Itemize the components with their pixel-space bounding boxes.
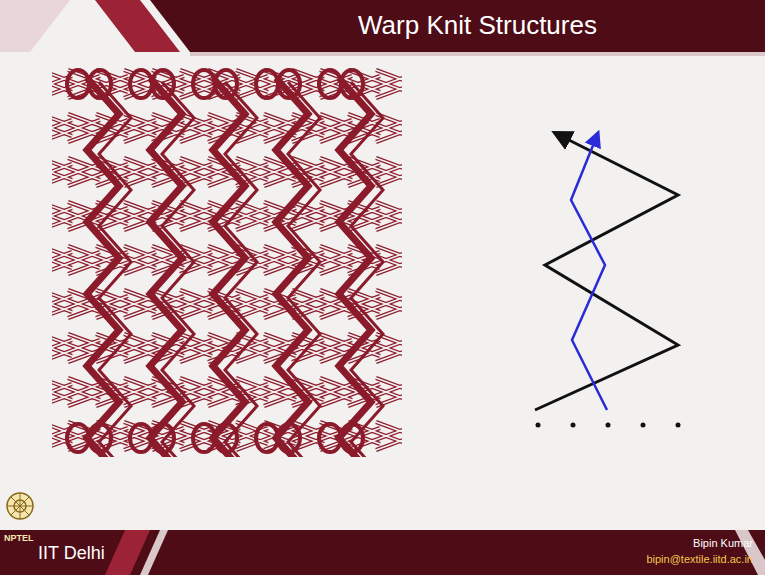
nptel-logo: [7, 493, 33, 519]
wale-chain: [288, 82, 320, 457]
underlap-yarn: [376, 296, 402, 318]
needle-point: [606, 423, 611, 428]
needle-point: [571, 423, 576, 428]
knit-loop: [67, 70, 89, 98]
lapping-diagram: [535, 133, 681, 428]
needle-point: [676, 423, 681, 428]
author-email: bipin@textile.iitd.ac.in: [646, 553, 753, 565]
knit-loop: [130, 70, 152, 98]
author-name: Bipin Kumar: [693, 537, 753, 549]
underlap-yarn: [376, 76, 402, 98]
footer-stripe: [735, 530, 765, 575]
underlap-yarn: [376, 202, 402, 224]
underlap-yarn: [376, 114, 402, 136]
wale-chain: [99, 82, 131, 457]
underlap-yarn: [376, 422, 402, 444]
underlap-yarn: [376, 290, 402, 312]
needle-point: [536, 423, 541, 428]
underlap-yarn: [376, 208, 402, 230]
header-ground: [0, 0, 765, 52]
slide-title: Warp Knit Structures: [190, 10, 765, 41]
footer-stripe: [140, 530, 168, 575]
institute-name: IIT Delhi: [38, 543, 105, 564]
underlap-yarn: [376, 70, 402, 92]
knit-loop: [193, 70, 215, 98]
needle-point: [641, 423, 646, 428]
logo-text: NPTEL: [4, 533, 34, 543]
underlap-yarn: [376, 340, 402, 362]
lapping-path: [535, 133, 678, 410]
underlap-yarn: [376, 164, 402, 186]
wale-chain: [351, 82, 383, 457]
footer-band: [0, 530, 765, 575]
underlap-yarn: [376, 428, 402, 450]
wale-chain: [162, 82, 194, 457]
knit-loop: [256, 70, 278, 98]
underlap-yarn: [376, 252, 402, 274]
underlap-yarn: [376, 378, 402, 400]
underlap-yarn: [376, 158, 402, 180]
header-band: [150, 0, 765, 52]
header-rule: [190, 52, 765, 56]
warp-knit-fabric: [52, 70, 402, 457]
knit-loop: [319, 70, 341, 98]
header-stripe: [0, 0, 70, 52]
wale-chain: [225, 82, 257, 457]
lapping-path: [571, 133, 607, 410]
